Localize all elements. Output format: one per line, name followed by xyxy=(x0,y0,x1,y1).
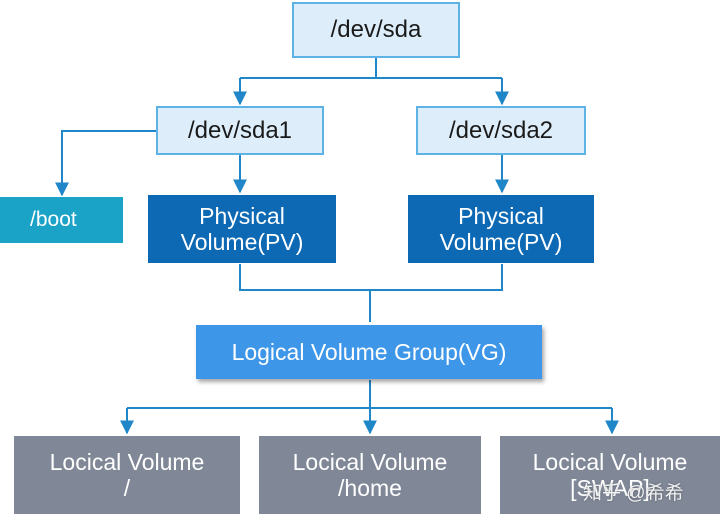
connector-sda-split xyxy=(240,58,502,79)
arrow-to-boot xyxy=(55,130,156,197)
pv2-line2: Volume(PV) xyxy=(439,229,563,255)
node-volume-group: Logical Volume Group(VG) xyxy=(196,325,542,379)
connector-vg-split xyxy=(127,380,612,409)
node-dev-sda2: /dev/sda2 xyxy=(416,106,586,155)
node-physical-volume-1: Physical Volume(PV) xyxy=(148,195,336,263)
node-boot-label: /boot xyxy=(30,207,77,231)
lv3-line2: [SWAP] xyxy=(570,475,650,501)
node-dev-sda: /dev/sda xyxy=(292,2,460,58)
vg-label: Logical Volume Group(VG) xyxy=(231,338,507,365)
connector-pv-merge xyxy=(239,264,503,322)
pv1-line2: Volume(PV) xyxy=(180,229,304,255)
node-dev-sda-label: /dev/sda xyxy=(330,16,422,44)
node-boot: /boot xyxy=(0,197,123,243)
lv1-line1: Locical Volume xyxy=(49,448,205,475)
watermark: 知乎 @希希 xyxy=(583,483,684,504)
lv2-line2: /home xyxy=(338,475,402,501)
pv1-line1: Physical xyxy=(199,202,285,229)
node-dev-sda2-label: /dev/sda2 xyxy=(448,116,554,144)
node-logical-volume-root: Locical Volume / xyxy=(14,436,240,514)
node-logical-volume-home: Locical Volume /home xyxy=(259,436,481,514)
node-logical-volume-swap: Locical Volume [SWAP] xyxy=(500,436,720,514)
node-dev-sda1: /dev/sda1 xyxy=(156,106,324,155)
node-physical-volume-2: Physical Volume(PV) xyxy=(408,195,594,263)
pv2-line1: Physical xyxy=(458,202,544,229)
lv2-line1: Locical Volume xyxy=(292,448,448,475)
lv3-line1: Locical Volume xyxy=(532,448,688,475)
lv1-line2: / xyxy=(123,475,131,501)
node-dev-sda1-label: /dev/sda1 xyxy=(187,116,293,144)
